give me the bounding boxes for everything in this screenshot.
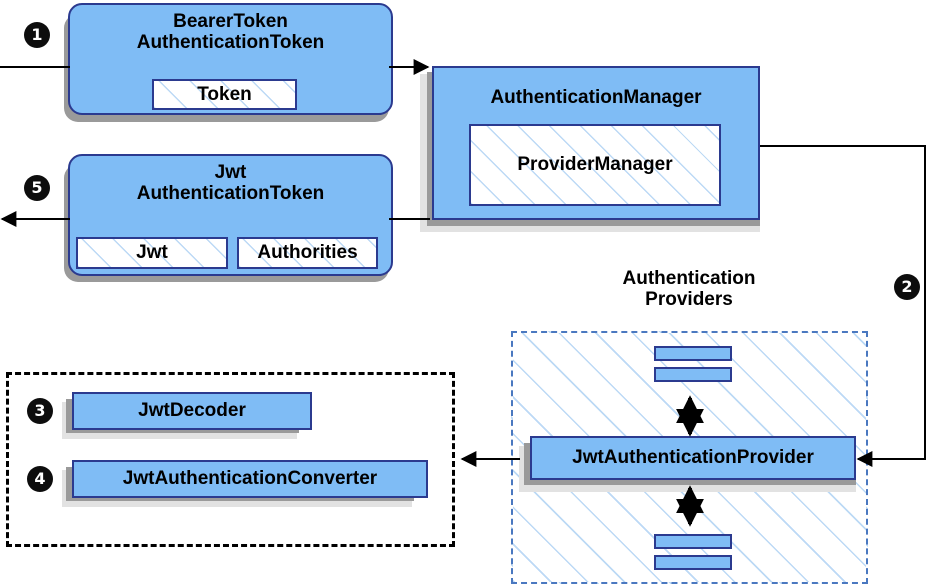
- bearer-token-title-line2: AuthenticationToken: [136, 31, 325, 53]
- provider-stack-top-bar-1: [654, 346, 732, 361]
- jwt-decoder-label: JwtDecoder: [138, 399, 246, 421]
- jwt-provider-label: JwtAuthenticationProvider: [572, 446, 814, 468]
- provider-stack-top-bar-2: [654, 367, 732, 382]
- badge-3-number: 3: [34, 401, 46, 420]
- slot-authorities[interactable]: Authorities: [237, 237, 378, 269]
- badge-1: 1: [24, 22, 50, 48]
- authentication-manager-title: AuthenticationManager: [490, 87, 702, 108]
- slot-token[interactable]: Token: [152, 79, 297, 110]
- slot-provider-manager[interactable]: ProviderManager: [469, 124, 721, 206]
- providers-caption-line1: Authentication: [622, 268, 756, 289]
- bearer-token-title-line1: BearerToken: [173, 11, 288, 32]
- badge-4-number: 4: [34, 469, 46, 488]
- node-jwt-decoder[interactable]: JwtDecoder: [72, 392, 312, 430]
- badge-3: 3: [27, 398, 53, 424]
- authentication-providers-caption: Authentication Providers: [569, 268, 809, 311]
- badge-5: 5: [24, 175, 50, 201]
- jwt-token-title-line2: AuthenticationToken: [136, 182, 325, 204]
- badge-2: 2: [894, 274, 920, 300]
- jwt-support-group: [6, 372, 455, 547]
- provider-stack-bottom-bar-1: [654, 534, 732, 549]
- slot-authorities-label: Authorities: [257, 242, 358, 263]
- badge-1-number: 1: [31, 25, 43, 44]
- badge-2-number: 2: [901, 277, 913, 296]
- slot-provider-manager-label: ProviderManager: [517, 154, 673, 175]
- providers-caption-line2: Providers: [645, 289, 733, 311]
- node-jwt-authentication-converter[interactable]: JwtAuthenticationConverter: [72, 460, 428, 498]
- slot-jwt[interactable]: Jwt: [76, 237, 228, 269]
- jwt-token-title-line1: Jwt: [214, 162, 247, 183]
- slot-token-label: Token: [197, 83, 252, 105]
- jwt-converter-label: JwtAuthenticationConverter: [122, 467, 378, 489]
- node-jwt-authentication-provider[interactable]: JwtAuthenticationProvider: [530, 436, 856, 480]
- provider-stack-bottom-bar-2: [654, 555, 732, 570]
- badge-5-number: 5: [31, 178, 43, 197]
- badge-4: 4: [27, 466, 53, 492]
- slot-jwt-label: Jwt: [136, 242, 168, 263]
